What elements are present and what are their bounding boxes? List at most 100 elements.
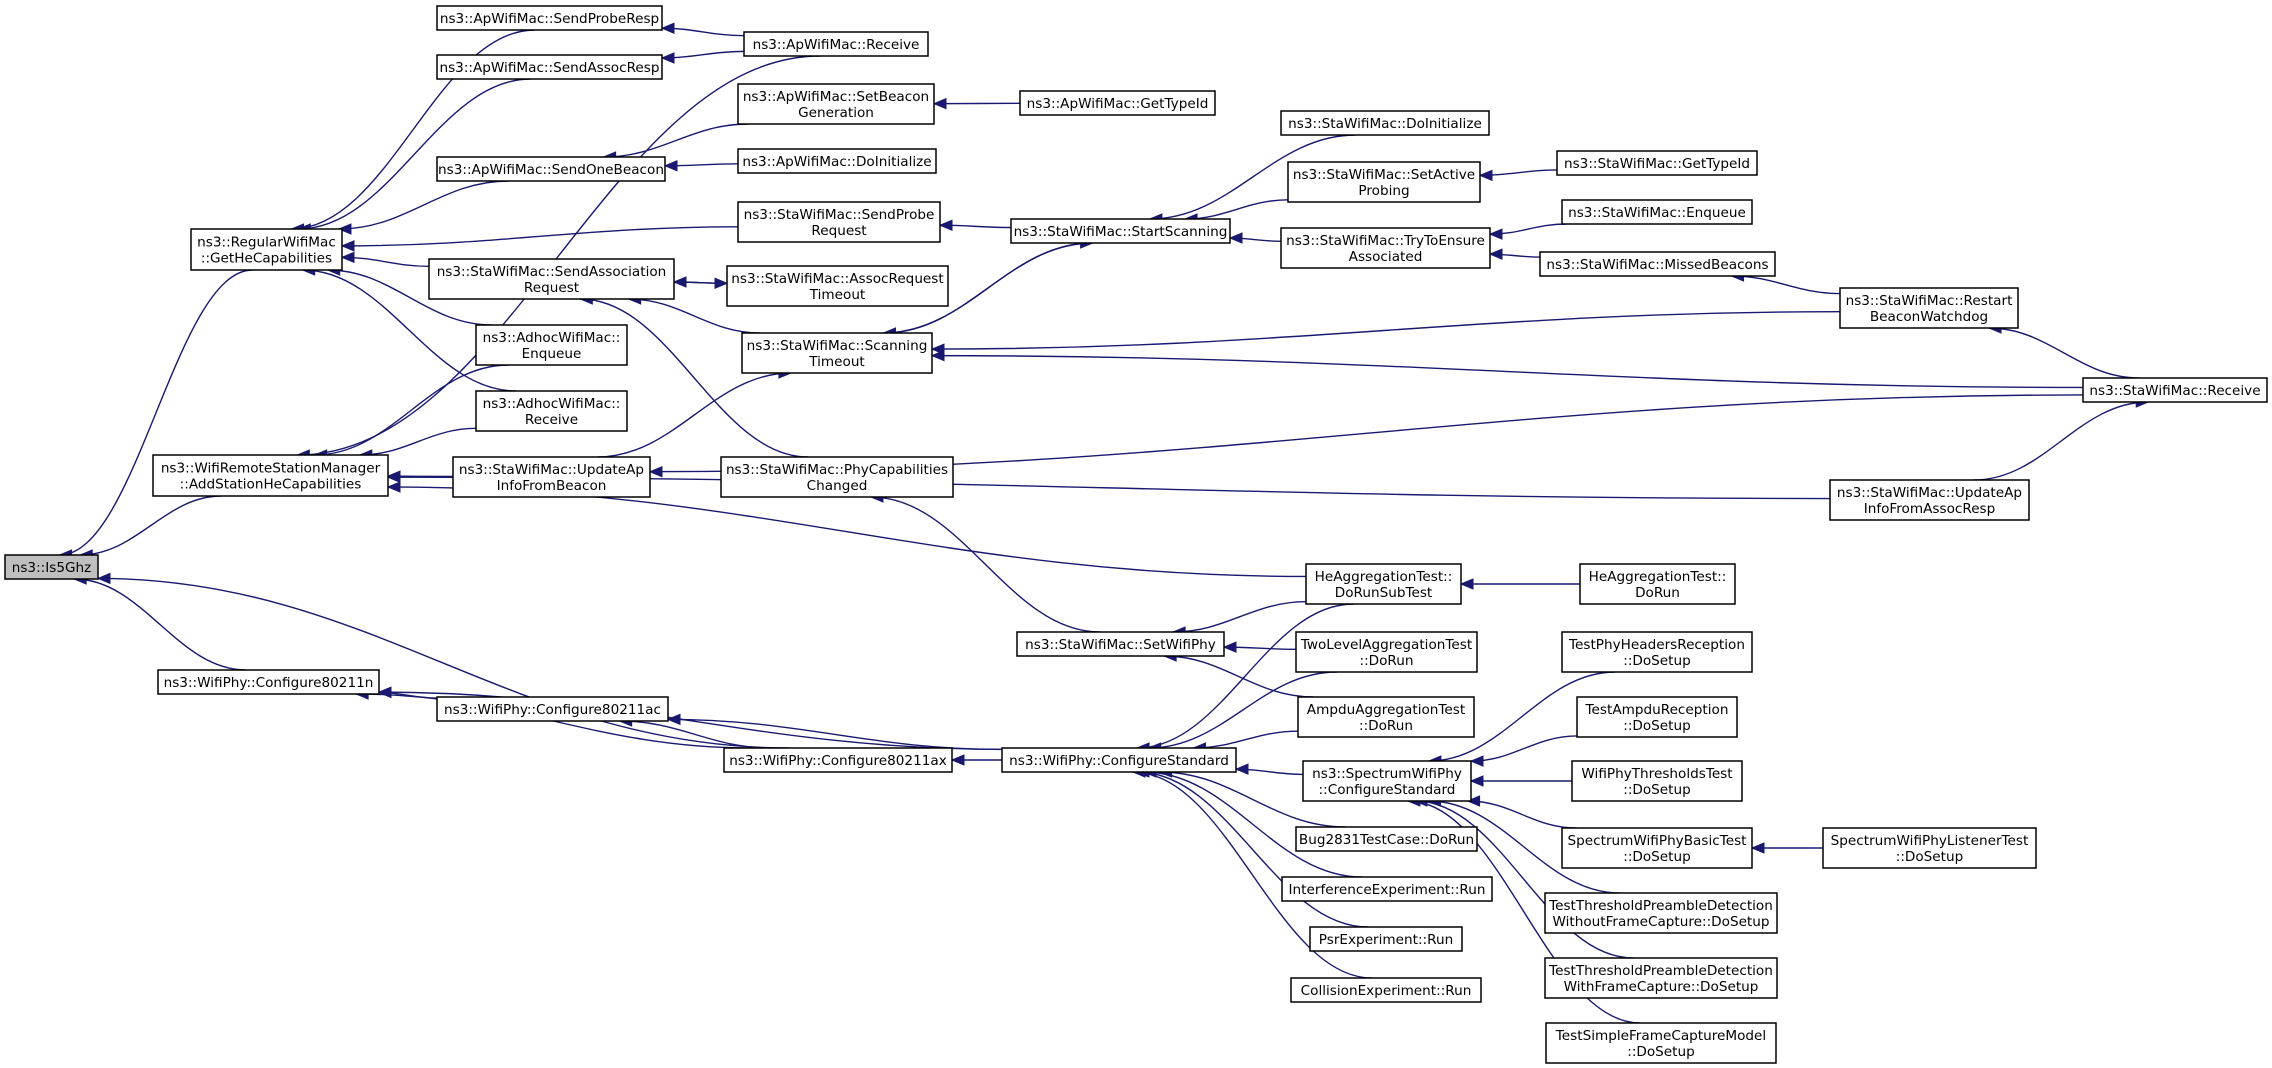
node-label: ns3::WifiPhy::Configure80211ac: [444, 702, 661, 718]
edge-sta-try-ensure-to-sta-start-scan: [1228, 232, 1282, 244]
edge-line: [1407, 800, 1641, 1024]
node-label: Timeout: [809, 287, 866, 303]
node-box: [1579, 563, 1736, 605]
node-label: ns3::StaWifiMac::Enqueue: [1568, 205, 1746, 221]
node-ampdu-agg[interactable]: AmpduAggregationTest::DoRun: [1297, 696, 1475, 738]
edge-arrowhead: [340, 240, 355, 252]
edge-arrowhead: [1469, 775, 1484, 787]
node-sta-upd-ap-assoc-resp[interactable]: ns3::StaWifiMac::UpdateApInfoFromAssocRe…: [1829, 479, 2030, 521]
edge-arrowhead: [386, 471, 401, 483]
edge-line: [580, 298, 809, 458]
node-test-simple-cap[interactable]: TestSimpleFrameCaptureModel::DoSetup: [1545, 1022, 1777, 1064]
node-phy-cfg11n[interactable]: ns3::WifiPhy::Configure80211n: [157, 669, 380, 695]
node-wifi-phy-thresh[interactable]: WifiPhyThresholdsTest::DoSetup: [1571, 760, 1743, 802]
node-box: [743, 31, 929, 57]
edge-arrowhead: [660, 52, 675, 64]
node-ap-do-init[interactable]: ns3::ApWifiMac::DoInitialize: [737, 148, 937, 174]
node-bug2831[interactable]: Bug2831TestCase::DoRun: [1295, 826, 1478, 852]
edge-line: [80, 495, 222, 556]
node-is5ghz[interactable]: ns3::Is5Ghz: [4, 554, 99, 580]
edge-ap-get-type-id-to-ap-set-beacon-gen: [932, 97, 1021, 110]
node-label: ::DoSetup: [1627, 1044, 1695, 1060]
node-label: CollisionExperiment::Run: [1301, 983, 1472, 999]
node-test-ampdu-recep[interactable]: TestAmpduReception::DoSetup: [1576, 696, 1738, 738]
node-two-level-agg[interactable]: TwoLevelAggregationTest::DoRun: [1295, 631, 1478, 673]
node-ap-send-assoc-resp[interactable]: ns3::ApWifiMac::SendAssocResp: [436, 54, 663, 80]
node-ap-receive[interactable]: ns3::ApWifiMac::Receive: [743, 31, 929, 57]
node-sta-do-init[interactable]: ns3::StaWifiMac::DoInitialize: [1280, 110, 1490, 136]
node-label: ns3::AdhocWifiMac::: [483, 396, 621, 412]
node-label: ns3::AdhocWifiMac::: [483, 330, 621, 346]
node-adhoc-receive[interactable]: ns3::AdhocWifiMac::Receive: [475, 390, 628, 432]
node-sta-set-wifi-phy[interactable]: ns3::StaWifiMac::SetWifiPhy: [1016, 631, 1225, 657]
edge-arrowhead: [1469, 755, 1484, 767]
node-label: ns3::StaWifiMac::SetActive: [1293, 167, 1475, 183]
edge-arrowhead: [337, 223, 352, 235]
node-label: PsrExperiment::Run: [1319, 932, 1453, 948]
node-wrsm-add-sta-he[interactable]: ns3::WifiRemoteStationManager::AddStatio…: [152, 454, 389, 497]
node-label: ::DoSetup: [1623, 849, 1691, 865]
node-sta-enqueue[interactable]: ns3::StaWifiMac::Enqueue: [1561, 199, 1753, 225]
node-interf-exp[interactable]: InterferenceExperiment::Run: [1281, 876, 1493, 902]
node-label: ns3::WifiPhy::Configure80211ax: [729, 753, 947, 769]
node-label: ns3::ApWifiMac::GetTypeId: [1027, 96, 1209, 112]
node-ap-send-probe-resp[interactable]: ns3::ApWifiMac::SendProbeResp: [436, 5, 663, 31]
node-label: ns3::StaWifiMac::UpdateAp: [1837, 485, 2022, 501]
edge-line: [1193, 730, 1299, 749]
node-label: Receive: [525, 412, 578, 428]
node-ap-send-one-beacon[interactable]: ns3::ApWifiMac::SendOneBeacon: [436, 156, 666, 182]
node-label: InfoFromAssocResp: [1864, 501, 1996, 517]
node-sta-get-type-id[interactable]: ns3::StaWifiMac::GetTypeId: [1556, 150, 1758, 176]
node-test-thresh-no-cap[interactable]: TestThresholdPreambleDetectionWithoutFra…: [1544, 892, 1778, 934]
node-label: ::DoSetup: [1896, 849, 1964, 865]
node-test-thresh-cap[interactable]: TestThresholdPreambleDetectionWithFrameC…: [1544, 957, 1778, 999]
node-phy-cfg11ac[interactable]: ns3::WifiPhy::Configure80211ac: [436, 696, 669, 722]
node-sta-start-scan[interactable]: ns3::StaWifiMac::StartScanning: [1010, 218, 1231, 244]
node-regular-get-he[interactable]: ns3::RegularWifiMac::GetHeCapabilities: [190, 228, 343, 271]
node-he-agg-run-sub[interactable]: HeAggregationTest::DoRunSubTest: [1305, 563, 1462, 605]
node-label: ::GetHeCapabilities: [201, 251, 332, 267]
node-sta-missed-beacons[interactable]: ns3::StaWifiMac::MissedBeacons: [1539, 251, 1776, 277]
node-he-agg-run[interactable]: HeAggregationTest::DoRun: [1579, 563, 1736, 605]
node-psr-exp[interactable]: PsrExperiment::Run: [1309, 926, 1463, 952]
node-box: [428, 258, 675, 300]
node-sta-receive[interactable]: ns3::StaWifiMac::Receive: [2082, 377, 2268, 403]
node-phy-cfg11ax[interactable]: ns3::WifiPhy::Configure80211ax: [723, 747, 953, 773]
node-test-phy-headers[interactable]: TestPhyHeadersReception::DoSetup: [1561, 631, 1753, 673]
edge-line: [327, 269, 492, 326]
node-box: [1561, 827, 1753, 869]
edge-line: [59, 269, 253, 556]
node-label: DoRun: [1635, 585, 1680, 601]
node-box: [1822, 827, 2037, 869]
node-box: [1010, 218, 1231, 244]
edge-spec-phy-listener-to-spec-phy-basic: [1750, 842, 1823, 854]
edge-line: [378, 691, 1003, 750]
node-label: ns3::StaWifiMac::DoInitialize: [1288, 116, 1482, 132]
edge-line: [97, 577, 790, 749]
edge-ampdu-agg-to-sta-set-wifi-phy: [1162, 650, 1314, 698]
node-adhoc-enqueue[interactable]: ns3::AdhocWifiMac::Enqueue: [475, 324, 628, 366]
edge-sta-receive-to-sta-scan-timeout: [930, 349, 2084, 389]
node-label: ns3::StaWifiMac::SendAssociation: [437, 264, 667, 280]
node-label: Timeout: [808, 354, 865, 370]
edge-spec-phy-basic-to-spec-phy-cfg-std: [1466, 795, 1577, 829]
node-box: [1561, 199, 1753, 225]
edge-line: [1148, 671, 1337, 749]
node-phy-cfg-std[interactable]: ns3::WifiPhy::ConfigureStandard: [1001, 747, 1237, 773]
node-spec-phy-basic[interactable]: SpectrumWifiPhyBasicTest::DoSetup: [1561, 827, 1753, 869]
node-spec-phy-listener[interactable]: SpectrumWifiPhyListenerTest::DoSetup: [1822, 827, 2037, 869]
edge-arrowhead: [340, 251, 355, 264]
node-spec-phy-cfg-std[interactable]: ns3::SpectrumWifiPhy::ConfigureStandard: [1302, 760, 1472, 802]
node-coll-exp[interactable]: CollisionExperiment::Run: [1290, 977, 1482, 1003]
node-ap-get-type-id[interactable]: ns3::ApWifiMac::GetTypeId: [1019, 90, 1216, 116]
